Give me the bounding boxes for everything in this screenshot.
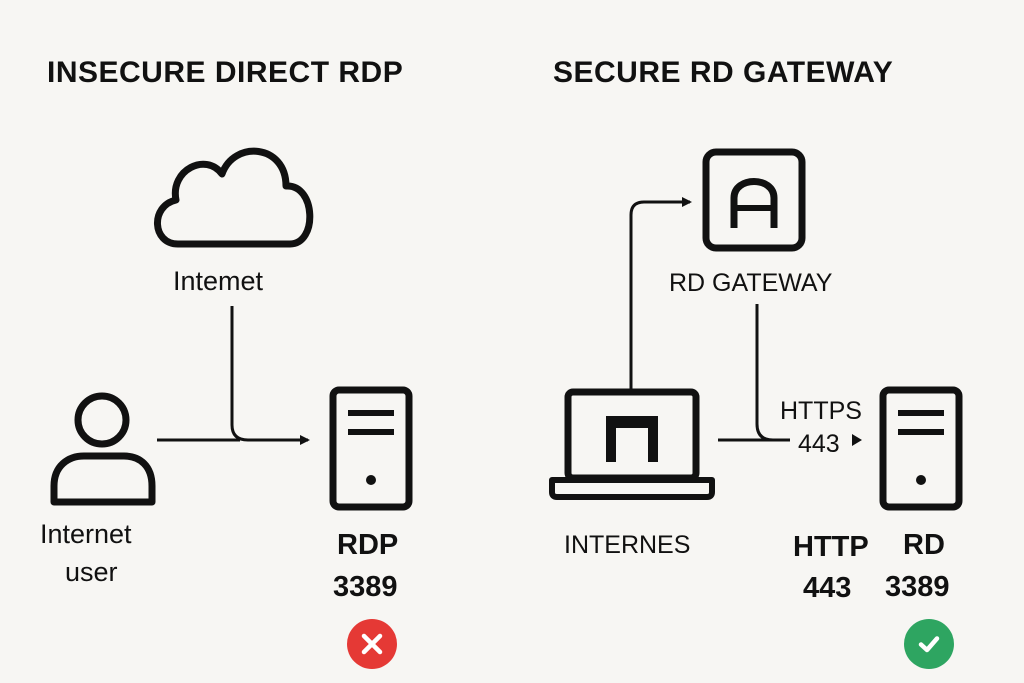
cloud-label: Intemet	[173, 266, 264, 296]
user-label-line1: Internet	[40, 519, 132, 549]
right-panel-title: SECURE RD GATEWAY	[553, 56, 894, 89]
rdp-port-label: 3389	[333, 571, 398, 603]
rdp-server-icon	[329, 386, 413, 511]
left-panel-title: INSECURE DIRECT RDP	[47, 56, 404, 89]
laptop-to-gateway-arrow	[629, 197, 692, 390]
rdp-server-label: RDP	[337, 529, 399, 561]
rd-gateway-icon	[702, 148, 806, 252]
rd-server-icon	[879, 386, 963, 511]
red-x-icon	[347, 619, 397, 669]
internet-to-server-arrow	[230, 306, 310, 445]
gateway-label: RD GATEWAY	[669, 269, 833, 297]
rd-port-label: 3389	[885, 571, 950, 603]
laptop-icon	[549, 388, 715, 500]
green-check-icon	[904, 619, 954, 669]
user-label-line2: user	[65, 557, 118, 587]
https-arrowhead	[852, 434, 862, 446]
http-port-label: 443	[803, 572, 852, 604]
https-port-label: 443	[798, 430, 840, 458]
user-icon	[50, 392, 156, 506]
rd-server-label: RD	[903, 529, 945, 561]
cloud-icon	[154, 147, 314, 248]
http-label: HTTP	[793, 531, 869, 563]
laptop-label: INTERNES	[564, 531, 691, 559]
https-label: HTTPS	[780, 397, 862, 425]
